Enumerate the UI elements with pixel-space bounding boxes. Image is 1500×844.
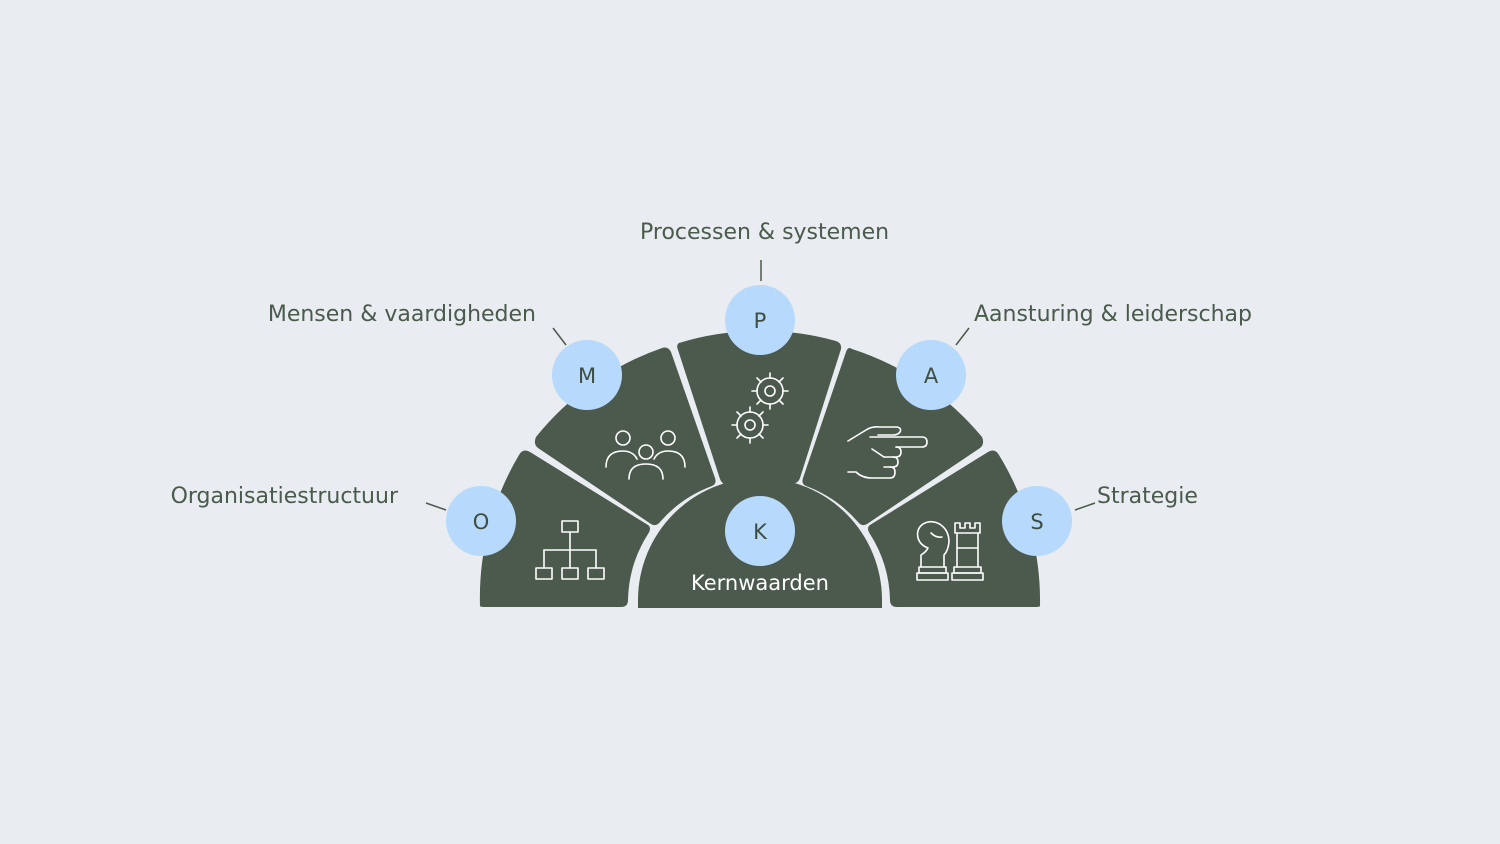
badge-letter-o: O — [473, 510, 490, 534]
segment-strategie — [868, 450, 1041, 607]
badge-p: P — [725, 285, 795, 355]
segment-organisatiestructuur — [479, 450, 650, 607]
leader-line-organisatiestructuur — [425, 502, 447, 511]
badge-a: A — [896, 340, 966, 410]
badge-k: K — [725, 496, 795, 566]
badge-letter-s: S — [1030, 510, 1043, 534]
badge-letter-m: M — [578, 364, 596, 388]
label-strategie: Strategie — [1097, 484, 1198, 509]
label-aansturing-leiderschap: Aansturing & leiderschap — [974, 302, 1252, 327]
badge-letter-k: K — [753, 520, 768, 544]
segment-mensen-vaardigheden — [534, 347, 716, 526]
leader-line-aansturing — [955, 327, 970, 346]
label-kernwaarden: Kernwaarden — [691, 571, 829, 595]
label-mensen-vaardigheden: Mensen & vaardigheden — [267, 302, 536, 327]
leader-line-mensen — [552, 327, 567, 346]
chess-icon — [916, 520, 984, 581]
pointing-hand-icon — [847, 426, 928, 479]
org-chart-icon — [535, 520, 605, 580]
leader-line-strategie — [1074, 502, 1096, 511]
people-icon — [605, 430, 686, 480]
badge-letter-p: P — [754, 309, 767, 333]
badge-m: M — [552, 340, 622, 410]
label-organisatiestructuur: Organisatiestructuur — [170, 484, 398, 509]
badge-letter-a: A — [924, 364, 939, 388]
badge-o: O — [446, 486, 516, 556]
gears-icon — [731, 372, 789, 444]
segment-processen-systemen — [677, 330, 842, 485]
label-processen-systemen: Processen & systemen — [640, 220, 890, 245]
badge-s: S — [1002, 486, 1072, 556]
